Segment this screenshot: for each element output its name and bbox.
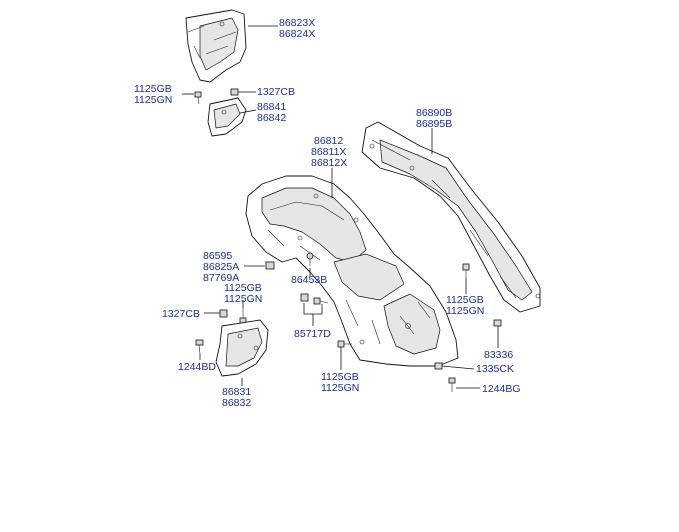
label-1244bd: 1244BD (178, 361, 216, 373)
label-86841: 86841 (257, 101, 286, 113)
label-85717d: 85717D (294, 328, 331, 340)
leader-1335ck (441, 365, 475, 370)
bracket-85717d (300, 293, 329, 305)
label-86595: 86595 (203, 250, 232, 262)
label-86453b: 86453B (291, 274, 327, 286)
bolt-1244bd (195, 339, 204, 355)
label-1327cb-mid: 1327CB (162, 308, 200, 320)
label-86823x: 86823X (279, 17, 315, 29)
leader-86841 (239, 109, 257, 114)
label-1244bg: 1244BG (482, 383, 521, 395)
label-83336: 83336 (484, 349, 513, 361)
label-87769a: 87769A (203, 272, 239, 284)
clip-1327cb-top (230, 88, 239, 96)
bolt-1125gb-top (194, 91, 202, 105)
label-1125gb-right: 1125GB (446, 294, 484, 306)
label-86842: 86842 (257, 112, 286, 124)
label-1125gb-mid: 1125GB (224, 282, 262, 294)
label-86831: 86831 (222, 386, 251, 398)
bolt-1125gb-right (462, 263, 470, 278)
mud-flap-lower-part (215, 319, 269, 377)
label-86824x: 86824X (279, 28, 315, 40)
label-86895b: 86895B (416, 118, 452, 130)
label-1125gb-top: 1125GB (134, 83, 172, 95)
upper-shield-part (185, 9, 247, 83)
label-1125gn-lower: 1125GN (321, 382, 359, 394)
mud-flap-upper-part (207, 97, 247, 137)
leader-85717d (303, 303, 323, 326)
clip-83336 (493, 319, 502, 327)
bolt-1244bg (448, 377, 456, 392)
label-86812: 86812 (314, 135, 343, 147)
label-1327cb-top: 1327CB (257, 86, 295, 98)
nut-1335ck (434, 362, 443, 370)
label-1125gn-top: 1125GN (134, 94, 172, 106)
clip-86595 (265, 261, 275, 270)
fender-rail-part (361, 121, 541, 313)
clip-1327cb-mid (219, 309, 228, 318)
label-86812x: 86812X (311, 157, 347, 169)
label-1125gn-right: 1125GN (446, 305, 484, 317)
bolt-1125gb-mid-left (239, 308, 247, 325)
label-1335ck: 1335CK (476, 363, 514, 375)
screw-86453b (306, 252, 314, 266)
inner-fender-liner-part (245, 175, 459, 367)
label-1125gn-mid: 1125GN (224, 293, 262, 305)
label-86811x: 86811X (311, 146, 346, 158)
label-86890b: 86890B (416, 107, 452, 119)
label-86832: 86832 (222, 397, 251, 409)
label-86825a: 86825A (203, 261, 239, 273)
label-1125gb-lower: 1125GB (321, 371, 359, 383)
